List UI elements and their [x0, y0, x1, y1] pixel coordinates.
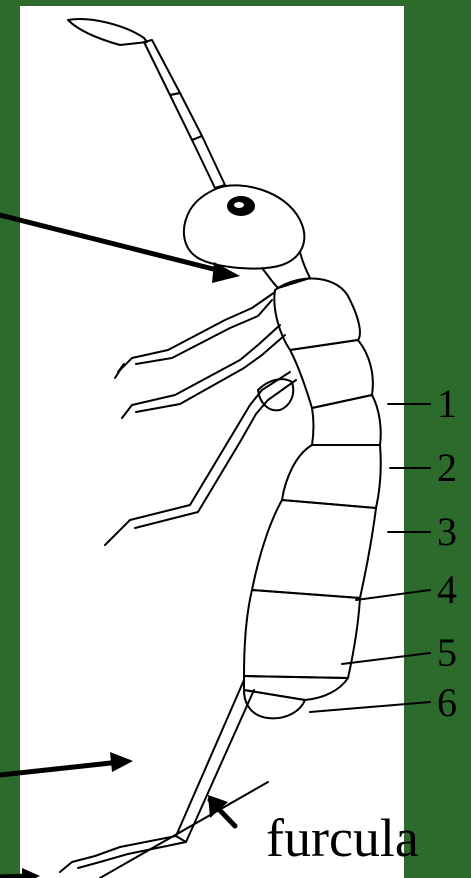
segment-label-1: 1	[437, 384, 457, 424]
segment-label-6: 6	[437, 683, 457, 723]
segment-label-4: 4	[437, 570, 457, 610]
segment-label-2: 2	[437, 448, 457, 488]
neck	[262, 252, 310, 288]
pointer-arrows	[0, 215, 235, 877]
furcula-appendage	[60, 680, 254, 872]
segment-label-3: 3	[437, 512, 457, 552]
arrowheads	[22, 262, 240, 878]
head	[184, 185, 304, 268]
furcula-label: furcula	[266, 808, 419, 868]
antenna	[68, 19, 225, 188]
body-segments	[244, 279, 381, 719]
segment-label-5: 5	[437, 633, 457, 673]
legs	[105, 292, 296, 545]
